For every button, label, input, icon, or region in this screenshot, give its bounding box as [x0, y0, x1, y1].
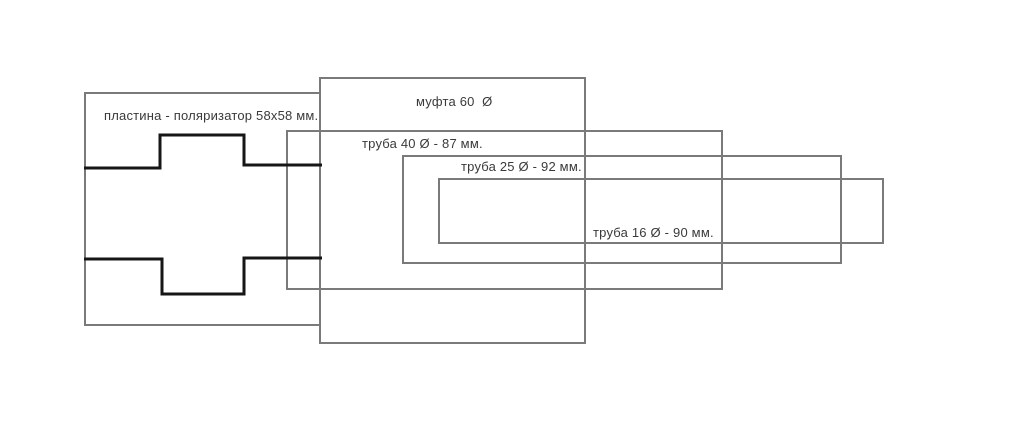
pipe-25-box [402, 155, 842, 264]
plate-polarizer-box [84, 92, 321, 326]
pipe-25-label: труба 25 Ø - 92 мм. [461, 159, 582, 174]
pipe-40-box [286, 130, 723, 290]
pipe-16-box [438, 178, 884, 244]
coupling-60-label: муфта 60 Ø [416, 94, 493, 109]
pipe-16-label: труба 16 Ø - 90 мм. [593, 225, 714, 240]
pipe-40-label: труба 40 Ø - 87 мм. [362, 136, 483, 151]
plate-polarizer-label: пластина - поляризатор 58х58 мм. [104, 108, 319, 123]
